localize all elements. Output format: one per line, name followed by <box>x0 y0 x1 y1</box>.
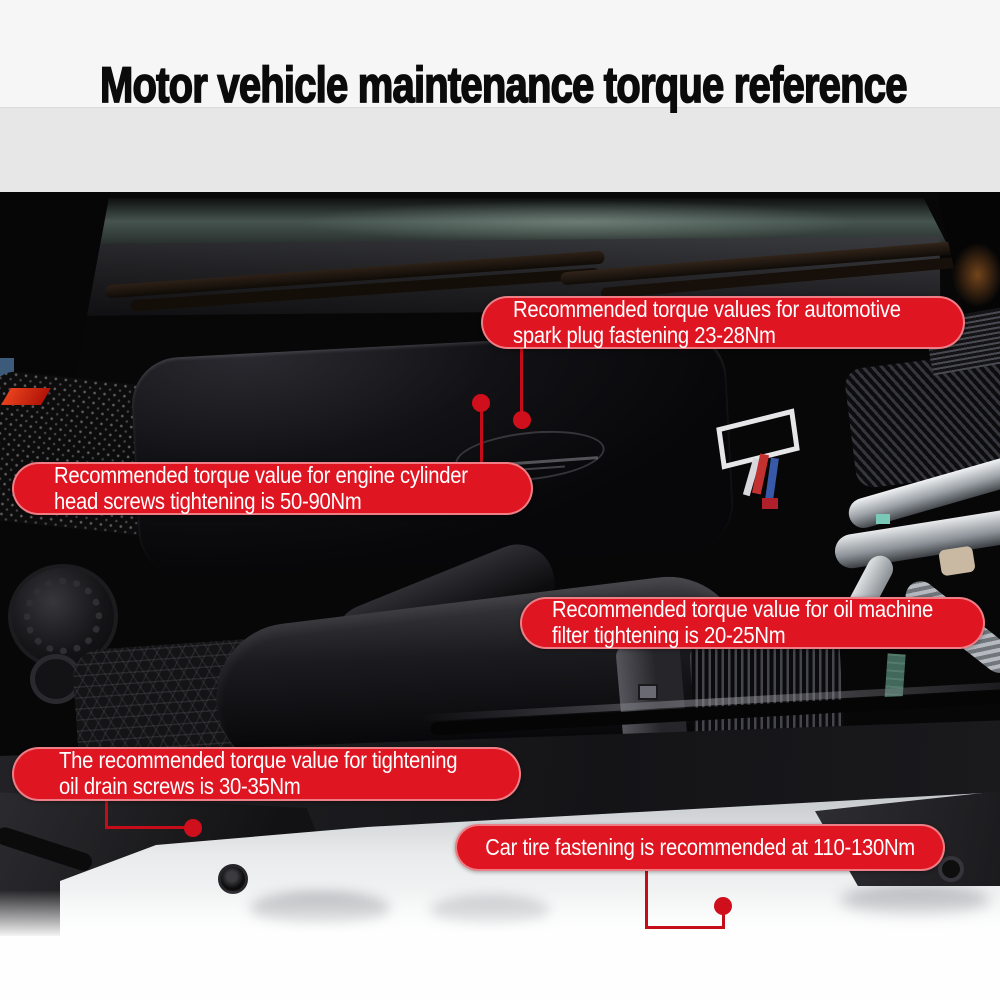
oil-drain-connector-line <box>105 800 108 829</box>
header-sub-band <box>0 107 1000 192</box>
callout-oil-drain-text: The recommended torque value for tighten… <box>59 747 464 800</box>
pipe-fitting <box>938 545 976 577</box>
cylinder-head-connector-line <box>480 406 483 464</box>
reservoir-rib-ring <box>24 578 102 654</box>
clamp-buckle <box>638 684 658 700</box>
red-connector <box>762 498 778 509</box>
callout-line: The recommended torque value for tighten… <box>59 747 458 774</box>
car-tire-pointer-dot <box>714 897 732 915</box>
spark-plug-pointer-dot <box>513 411 531 429</box>
engine-cover <box>129 328 736 580</box>
headlight-glow <box>950 240 1000 310</box>
cylinder-head-pointer-dot <box>472 394 490 412</box>
callout-line: spark plug fastening 23-28Nm <box>513 321 776 348</box>
car-tire-connector-line <box>645 870 648 929</box>
callout-spark-plug: Recommended torque values for automotive… <box>481 296 965 349</box>
bottom-margin <box>0 936 1000 1000</box>
header-band <box>0 0 1000 107</box>
callout-oil-drain: The recommended torque value for tighten… <box>12 747 521 801</box>
callout-line: Car tire fastening is recommended at 110… <box>485 833 915 860</box>
callout-line: Recommended torque value for oil machine <box>552 596 933 623</box>
callout-line: head screws tightening is 50-90Nm <box>54 487 362 514</box>
spark-plug-connector-line <box>520 348 523 418</box>
callout-oil-filter-text: Recommended torque value for oil machine… <box>552 596 933 649</box>
photo-bottom-fade <box>0 890 1000 936</box>
callout-line: oil drain screws is 30-35Nm <box>59 773 301 799</box>
rubber-grommet <box>938 856 964 882</box>
windshield-reflection <box>300 200 860 244</box>
callout-cylinder-head: Recommended torque value for engine cyli… <box>12 462 533 515</box>
car-tire-connector-line <box>722 908 725 929</box>
callout-car-tire-text: Car tire fastening is recommended at 110… <box>485 833 915 861</box>
callout-line: Recommended torque value for engine cyli… <box>54 461 468 488</box>
callout-line: Recommended torque values for automotive <box>513 295 901 322</box>
callout-cylinder-head-text: Recommended torque value for engine cyli… <box>54 461 474 515</box>
pipe-marking <box>876 514 890 524</box>
oil-drain-pointer-dot <box>184 819 202 837</box>
page-title: Motor vehicle maintenance torque referen… <box>99 56 908 114</box>
callout-line: filter tightening is 20-25Nm <box>552 622 786 648</box>
car-tire-connector-line <box>645 926 725 929</box>
callout-car-tire: Car tire fastening is recommended at 110… <box>455 824 945 871</box>
callout-spark-plug-text: Recommended torque values for automotive… <box>513 295 909 349</box>
oil-drain-connector-line <box>105 826 190 829</box>
callout-oil-filter: Recommended torque value for oil machine… <box>520 596 985 649</box>
